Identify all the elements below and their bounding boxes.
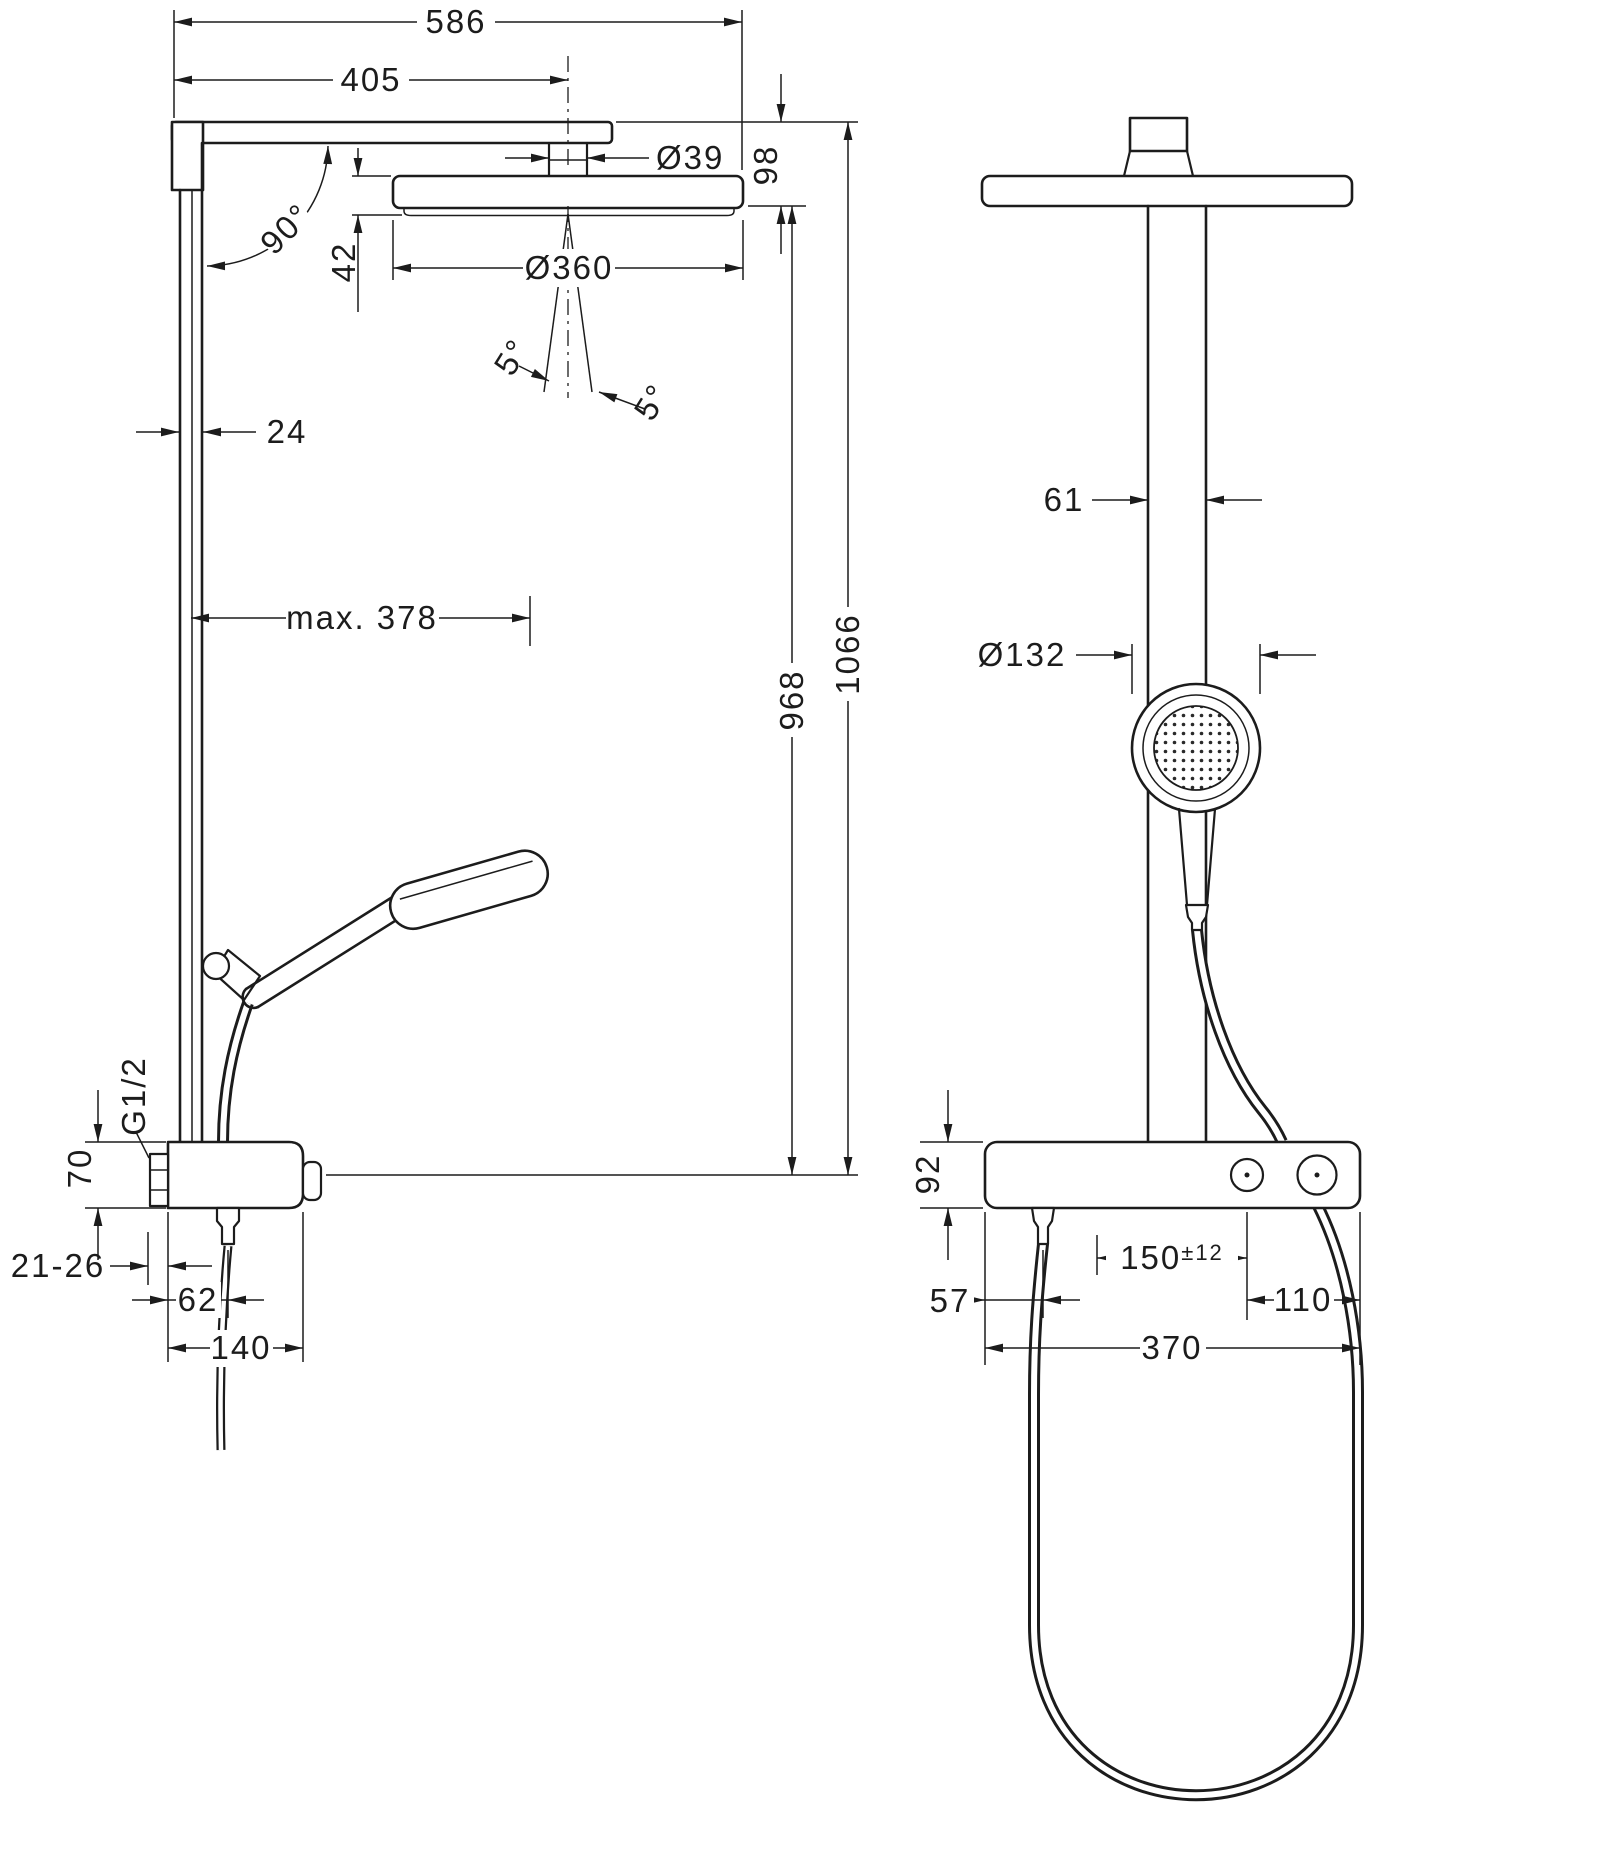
dim-21-26-label: 21-26 — [11, 1247, 105, 1284]
dim-968: 968 — [773, 206, 811, 1175]
dim-39-label: Ø39 — [656, 139, 724, 176]
dim-586-label: 586 — [425, 3, 486, 40]
dim-586: 586 — [174, 3, 742, 41]
dim-405-label: 405 — [340, 61, 401, 98]
dim-angle-90: 90° — [206, 145, 333, 271]
thread-callout: G1/2 — [115, 1056, 152, 1159]
dim-max-378: max. 378 — [191, 599, 530, 637]
dim-1066-label: 1066 — [829, 613, 866, 694]
dim-57: 57 — [926, 1282, 1080, 1319]
hand-shower-hose-front — [1028, 929, 1364, 1802]
dim-140-label: 140 — [210, 1329, 271, 1366]
dim-370: 370 — [985, 1329, 1360, 1367]
dim-1066: 1066 — [829, 122, 867, 1175]
overhead-shower-front — [980, 174, 1354, 208]
dim-98-label: 98 — [747, 145, 784, 186]
dim-24: 24 — [136, 413, 308, 450]
dim-92: 92 — [909, 1090, 953, 1260]
hand-shower-front — [1130, 682, 1262, 932]
dim-150-label: 150±12 — [1120, 1239, 1224, 1276]
angle-5-left-label: 5° — [486, 332, 536, 382]
dim-70: 70 — [61, 1090, 103, 1260]
dim-150: 150±12 — [1097, 1239, 1247, 1276]
hand-shower-holder-side — [201, 948, 262, 1002]
dim-140: 140 — [168, 1329, 303, 1367]
dim-370-label: 370 — [1141, 1329, 1202, 1366]
dim-132-label: Ø132 — [978, 636, 1067, 673]
dim-110-label: 110 — [1274, 1281, 1333, 1318]
dim-405: 405 — [174, 61, 568, 99]
wall-mount-side — [170, 120, 205, 192]
hand-shower-head-side — [388, 849, 550, 931]
thermostat-side — [166, 1140, 323, 1210]
dim-61-label: 61 — [1044, 481, 1085, 518]
outlet-front — [1030, 1206, 1056, 1246]
dim-360-label: Ø360 — [525, 249, 614, 286]
dim-max-378-label: max. 378 — [286, 599, 438, 636]
dim-92-label: 92 — [909, 1154, 946, 1195]
thread-label: G1/2 — [115, 1056, 152, 1136]
dim-968-label: 968 — [773, 669, 810, 730]
dim-360: Ø360 — [393, 249, 743, 287]
hand-shower-hose-side — [217, 1000, 254, 1143]
shower-bar-side — [178, 141, 204, 1144]
dim-39: Ø39 — [505, 139, 724, 176]
side-view: 586 405 Ø39 98 90° 42 — [11, 3, 867, 1451]
dim-42: 42 — [325, 148, 363, 312]
wall-bracket-side — [148, 1152, 170, 1208]
dim-62: 62 — [132, 1281, 264, 1318]
dim-21-26: 21-26 — [11, 1247, 212, 1284]
arm-connector-front — [1122, 116, 1195, 178]
hand-shower-hose-nut — [1184, 903, 1210, 932]
thermostat-front — [983, 1140, 1362, 1210]
dim-132: Ø132 — [978, 636, 1316, 673]
dim-98: 98 — [747, 74, 786, 254]
dim-angle-5-right: 5° — [598, 377, 677, 427]
dim-62-label: 62 — [178, 1281, 219, 1318]
hand-shower-side — [241, 849, 550, 1010]
dim-24-label: 24 — [267, 413, 308, 450]
dim-61: 61 — [1044, 481, 1262, 518]
shower-arm-side — [170, 120, 614, 145]
dim-70-label: 70 — [61, 1148, 98, 1189]
angle-5-right-label: 5° — [626, 377, 676, 427]
dim-42-label: 42 — [325, 242, 362, 283]
dim-110: 110 — [1247, 1281, 1360, 1318]
spray-face — [1153, 705, 1239, 791]
front-view: 61 Ø132 92 150±12 57 110 — [909, 116, 1364, 1802]
dim-angle-5-left: 5° — [486, 332, 550, 382]
dim-57-label: 57 — [930, 1282, 971, 1319]
shower-bar-front — [1146, 204, 1208, 1144]
